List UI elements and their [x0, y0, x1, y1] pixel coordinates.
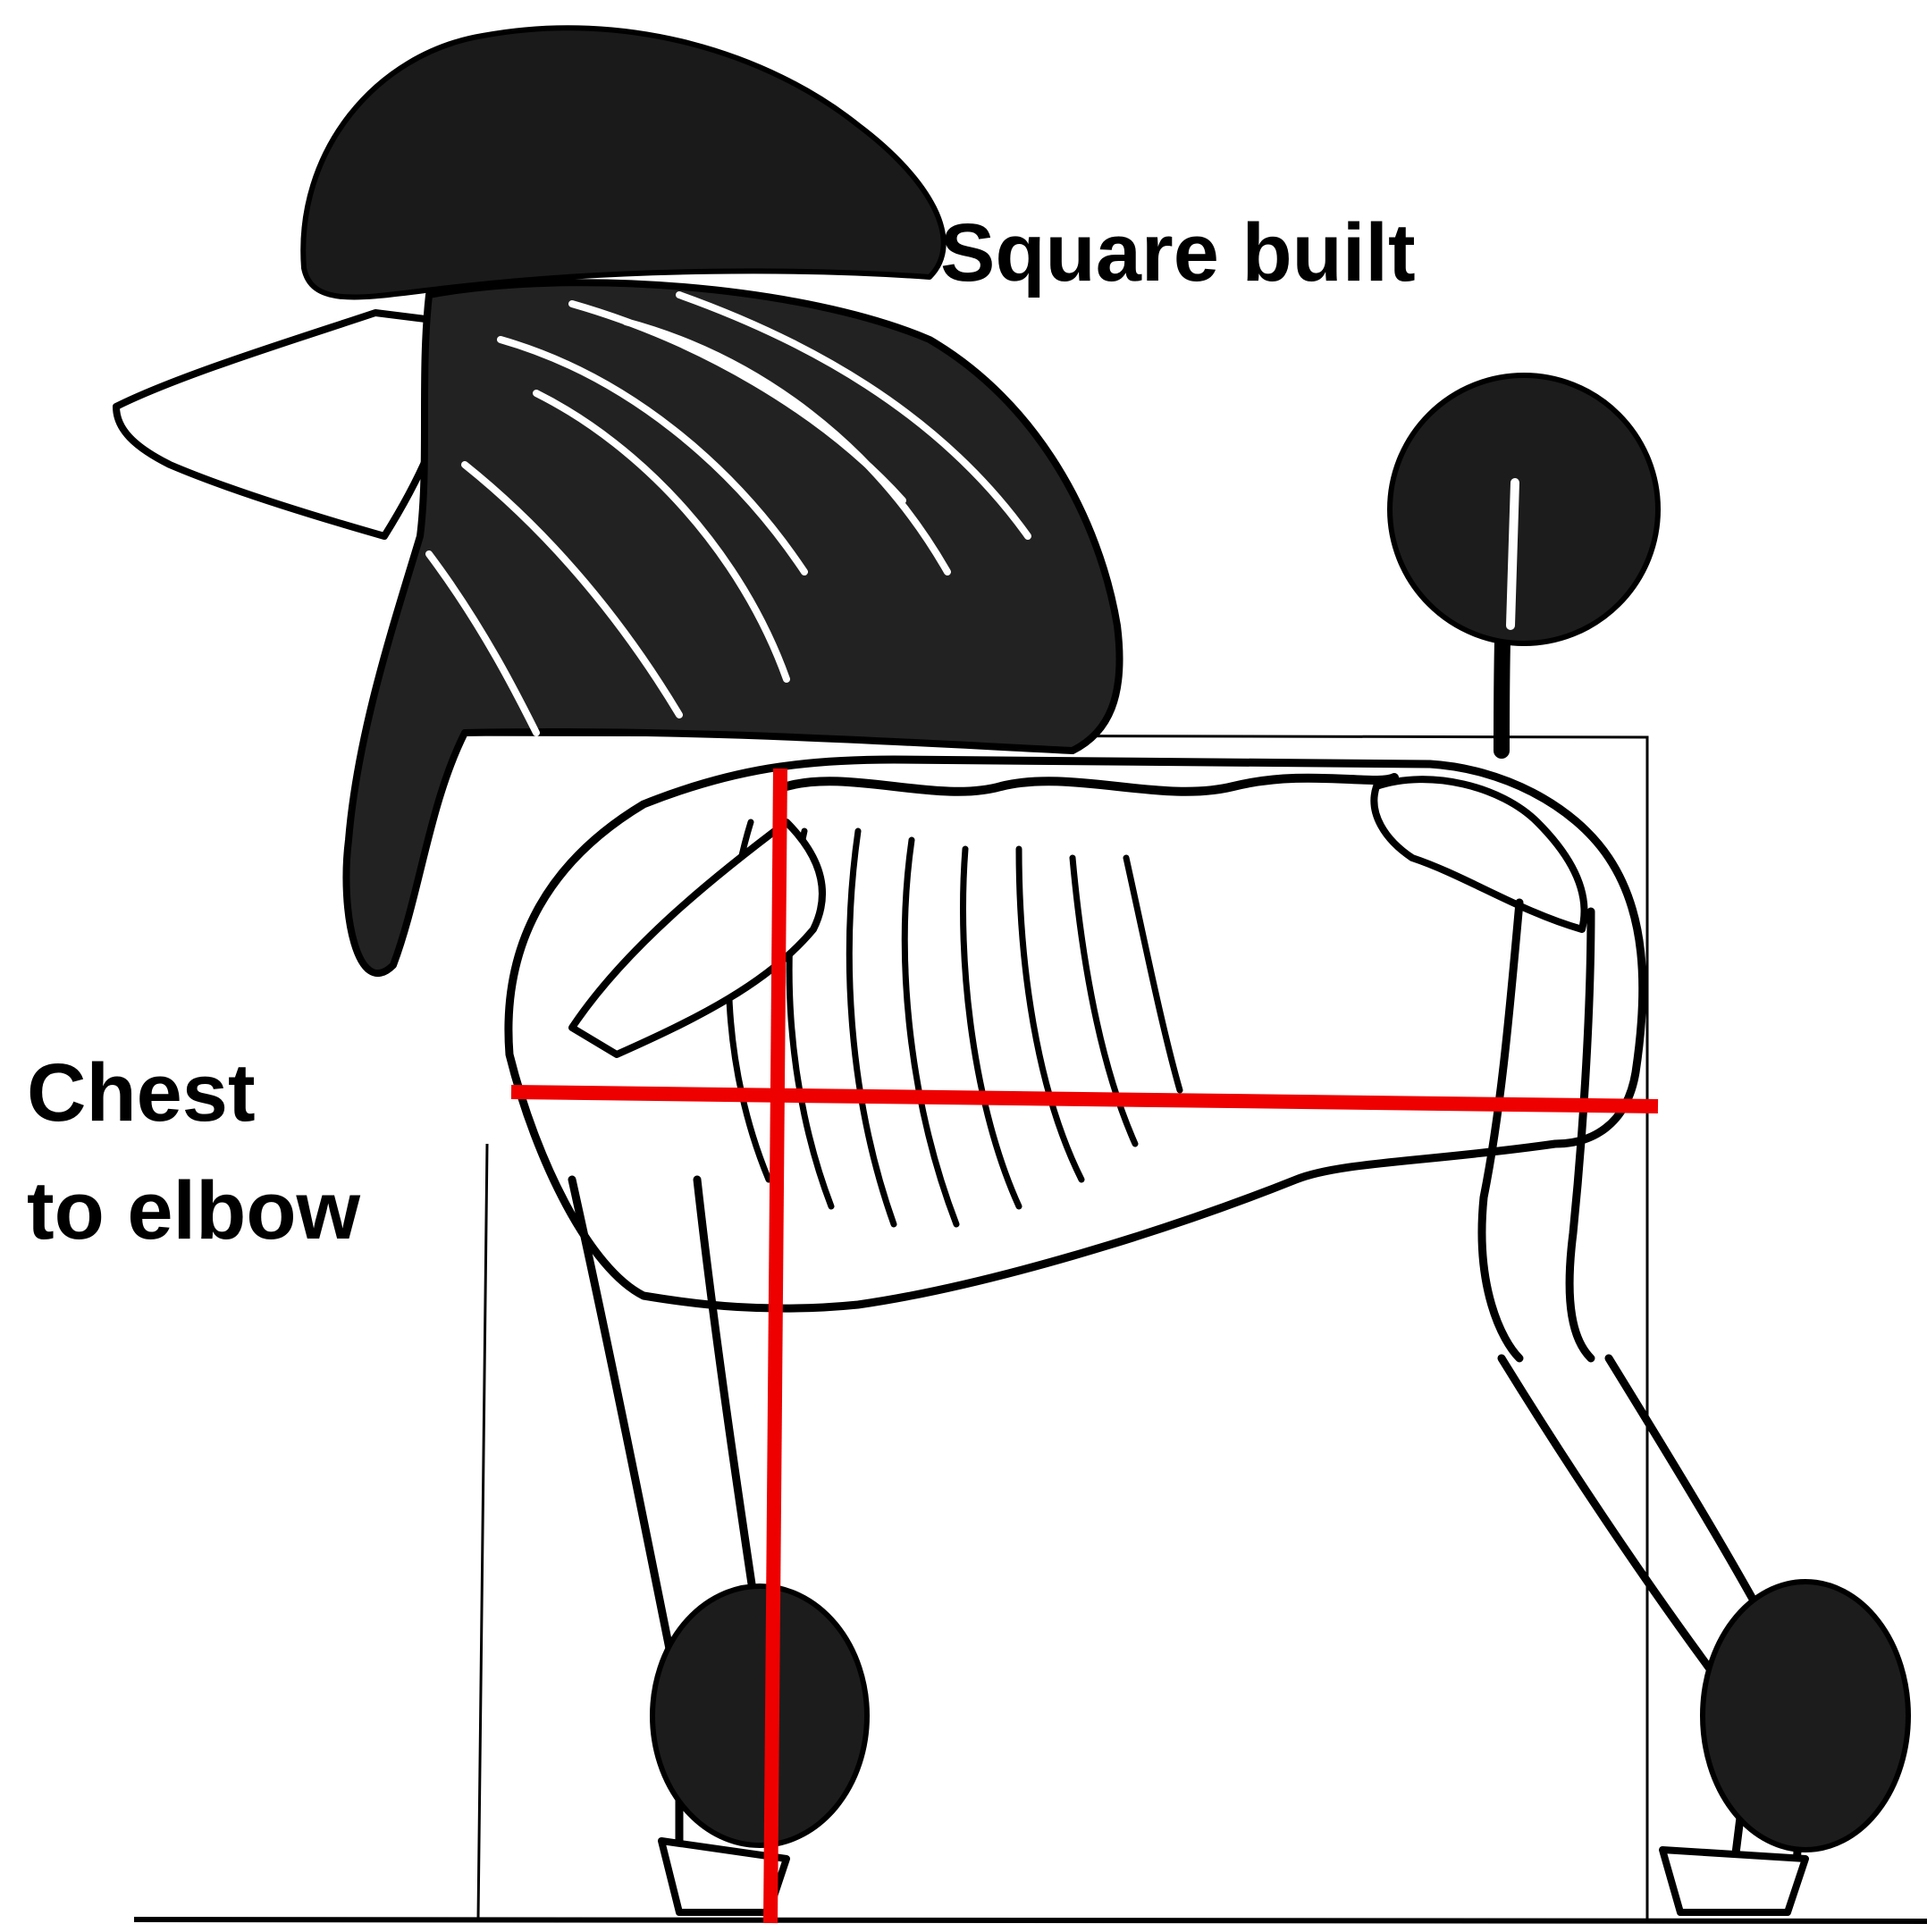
diagram-title: Square built [940, 204, 1416, 302]
chest-label-line1: Chest [27, 1044, 256, 1142]
topknot-hair [303, 28, 943, 297]
ground-line [134, 1919, 1927, 1921]
poodle-illustration [116, 28, 1908, 1912]
tail-bone [1510, 483, 1515, 626]
chest-label-line2: to elbow [27, 1162, 360, 1260]
front-pompom [652, 1586, 867, 1845]
height-line [770, 769, 780, 1923]
tail-pompom [1390, 375, 1658, 643]
head-muzzle [116, 313, 451, 536]
hind-paw [1662, 1850, 1805, 1912]
hind-pompom [1703, 1582, 1908, 1850]
